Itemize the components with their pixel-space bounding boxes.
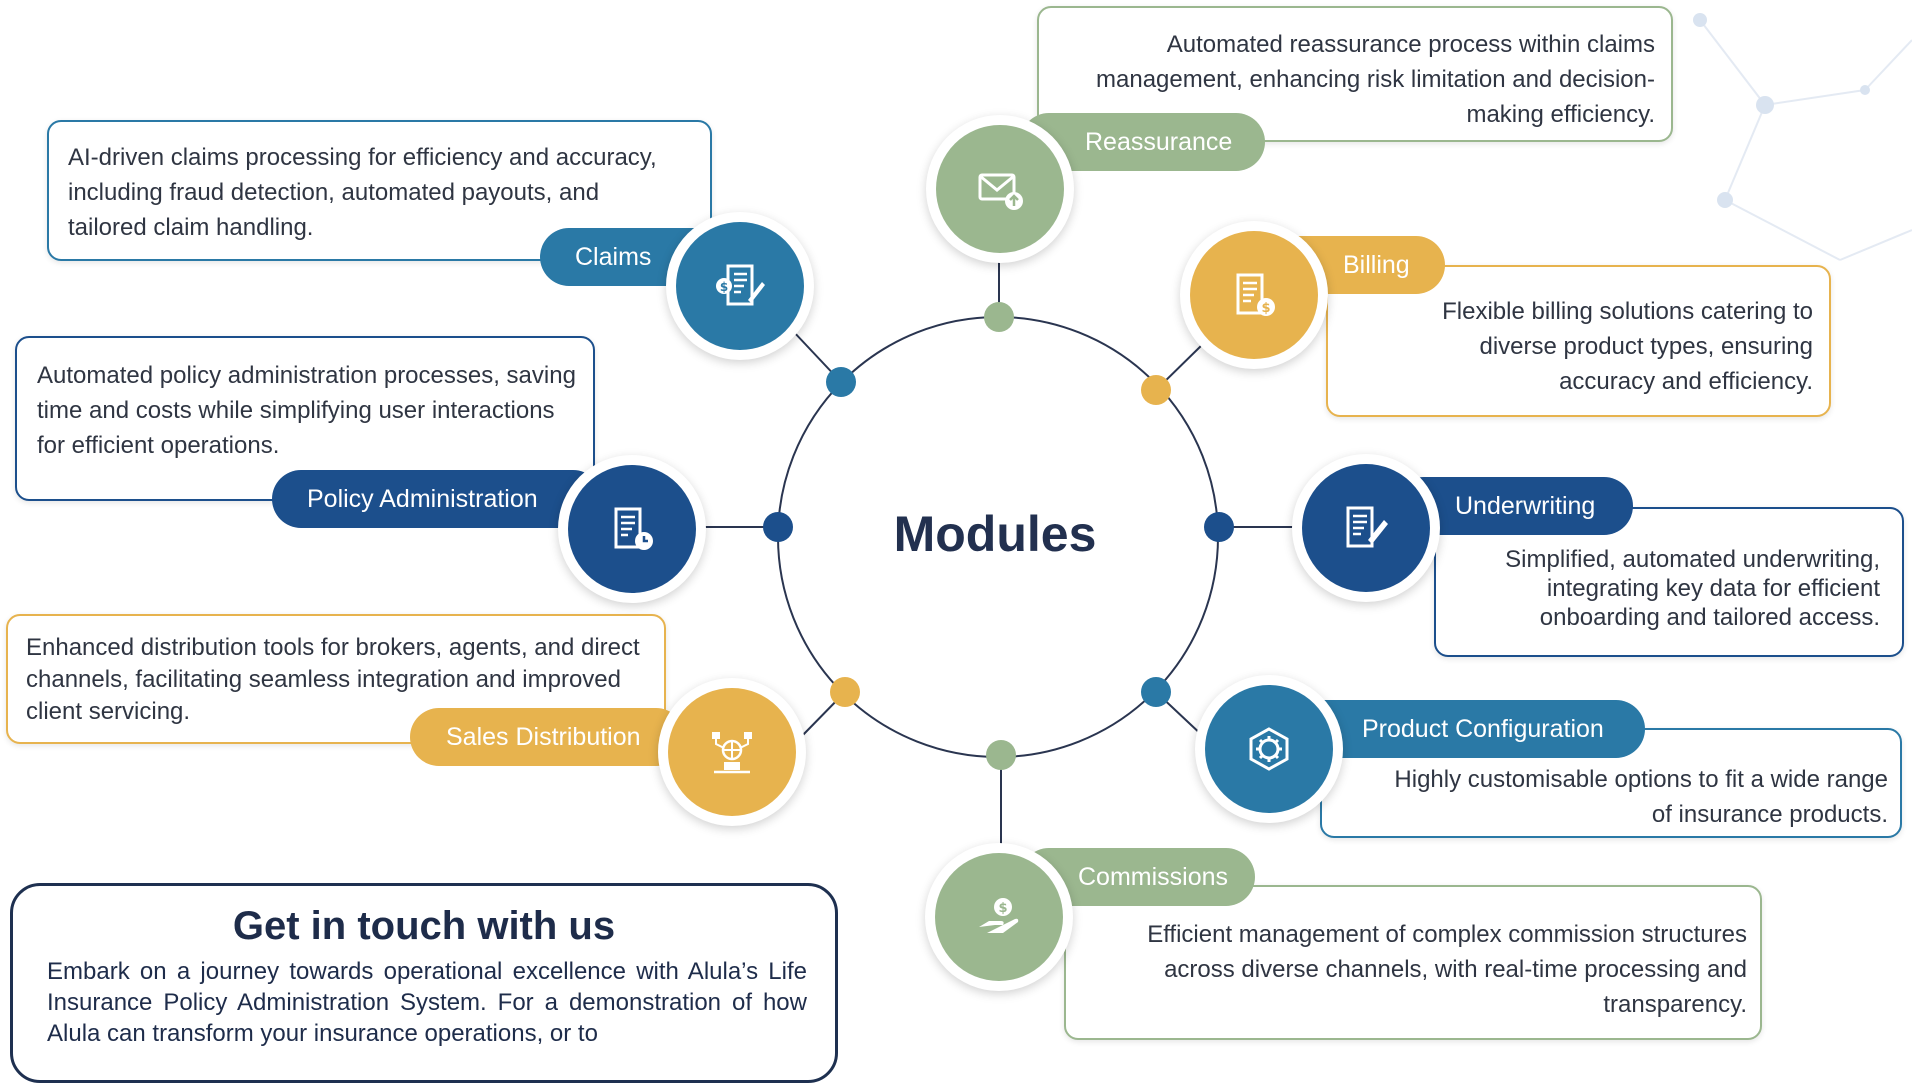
commissions-description: Efficient management of complex commissi… [1147,921,1747,1018]
commissions-card [1064,885,1762,1040]
product-configuration-icon-disc [1205,685,1333,813]
svg-text:$: $ [998,901,1007,916]
claim-form-dollar-icon: $ [716,264,765,306]
globe-distribution-icon [712,732,752,774]
envelope-upload-icon [978,173,1023,210]
svg-text:$: $ [720,280,728,294]
gear-box-icon [1249,727,1289,771]
node-reassurance [984,302,1014,332]
policy-administration-label[interactable]: Policy Administration [272,470,602,528]
node-product-configuration [1141,677,1171,707]
hand-coin-icon: $ [979,898,1019,936]
node-billing [1141,375,1171,405]
underwriting-icon-disc [1302,464,1430,592]
node-claims [826,367,856,397]
claims-icon-wrap[interactable]: $ [666,212,814,360]
sales-distribution-icon-disc [668,688,796,816]
node-underwriting [1204,512,1234,542]
policy-administration-icon-disc [568,465,696,593]
modules-diagram [700,245,1300,850]
policy-administration-icon-wrap[interactable] [558,455,706,603]
reassurance-description: Automated reassurance process within cla… [1096,31,1655,128]
modules-title: Modules [893,506,1097,562]
sales-distribution-label[interactable]: Sales Distribution [410,708,685,766]
contact-title: Get in touch with us [232,904,616,948]
node-policy-administration [763,512,793,542]
contact-body: Embark on a journey towards operational … [47,958,807,1047]
policy-administration-description: Automated policy administration processe… [37,362,576,459]
billing-description: Flexible billing solutions catering to d… [1442,298,1813,395]
node-commissions [986,740,1016,770]
contact-box: Get in touch with us Embark on a journey… [10,883,838,1083]
reassurance-icon-disc [936,125,1064,253]
commissions-icon-wrap[interactable]: $ [925,843,1073,991]
node-sales-distribution [830,677,860,707]
billing-icon-disc: $ [1190,231,1318,359]
underwriting-icon-wrap[interactable] [1292,454,1440,602]
product-configuration-description: Highly customisable options to fit a wid… [1394,766,1888,828]
commissions-icon-disc: $ [935,853,1063,981]
billing-icon-wrap[interactable]: $ [1180,221,1328,369]
sales-distribution-description: Enhanced distribution tools for brokers,… [26,634,640,725]
svg-text:$: $ [1261,301,1270,316]
claims-icon-disc: $ [676,222,804,350]
underwriting-description: Simplified, automated underwriting, inte… [1505,546,1880,631]
document-clock-icon [614,507,653,550]
background-network-decoration [1693,13,1912,261]
product-configuration-icon-wrap[interactable] [1195,675,1343,823]
document-pen-icon [1346,506,1388,548]
invoice-dollar-icon: $ [1236,273,1275,316]
reassurance-icon-wrap[interactable] [926,115,1074,263]
sales-distribution-icon-wrap[interactable] [658,678,806,826]
claims-description: AI-driven claims processing for efficien… [68,144,657,241]
